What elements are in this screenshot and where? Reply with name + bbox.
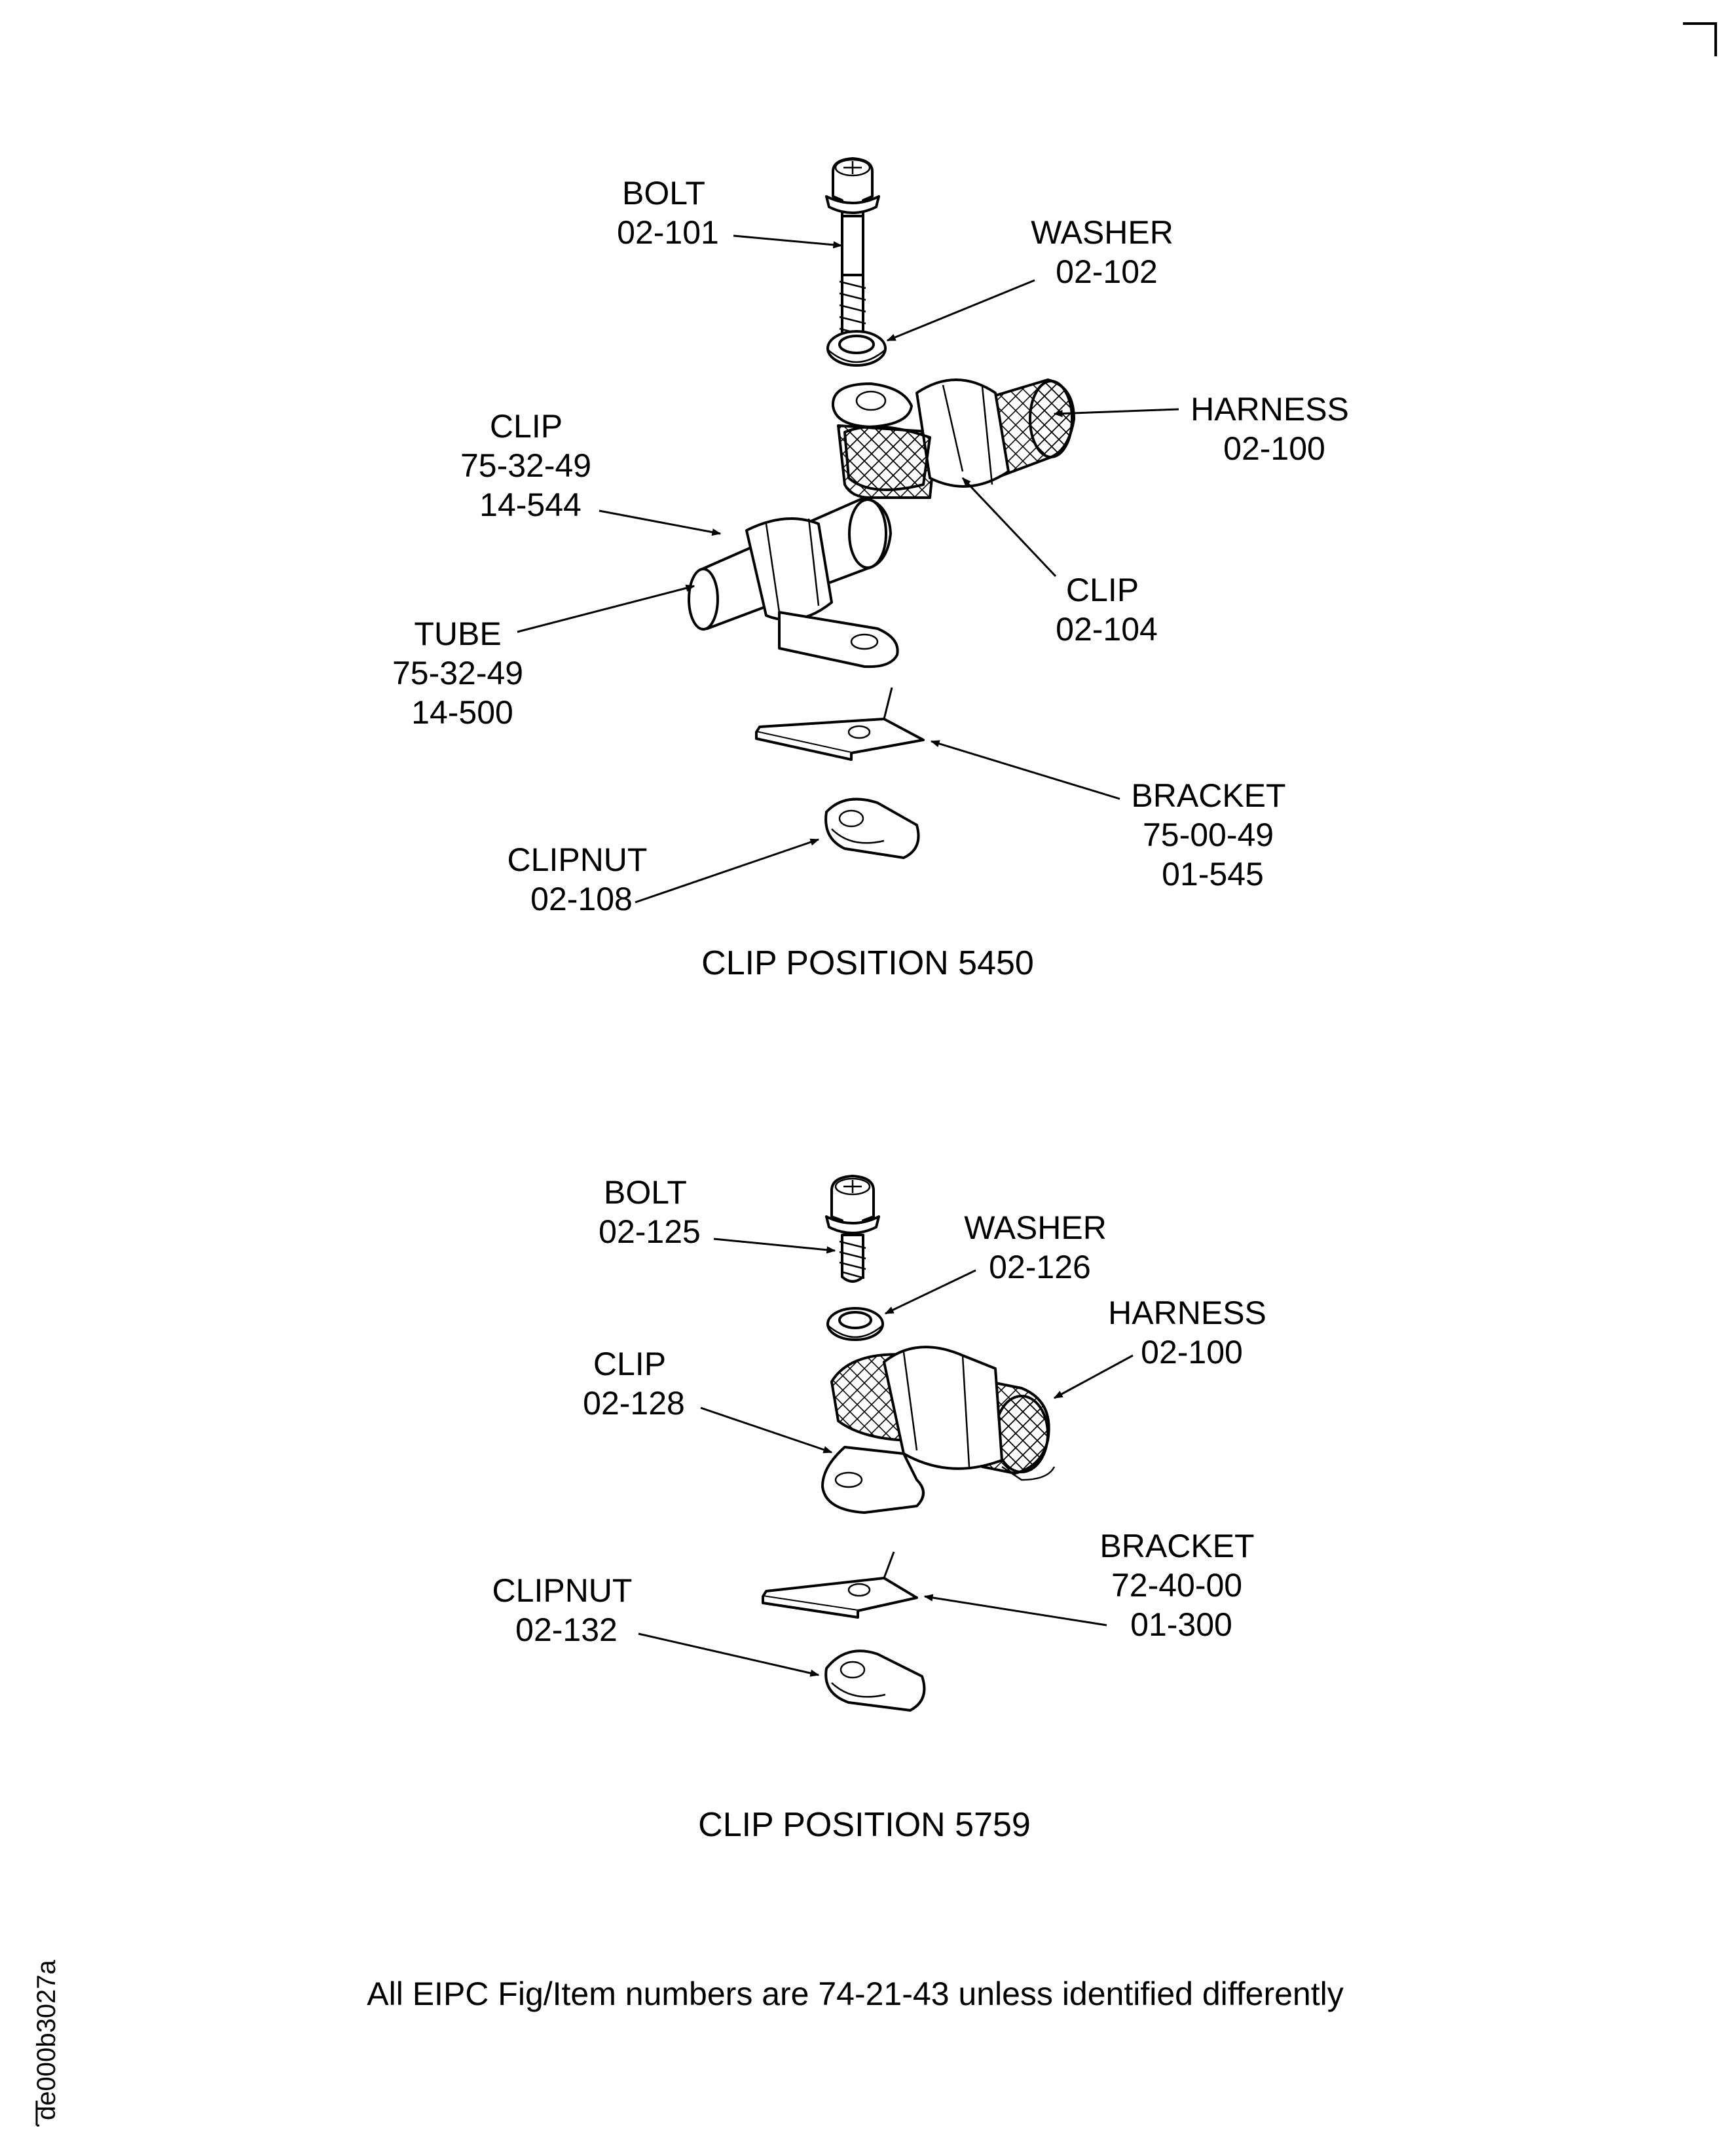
bracket-part [755,687,925,761]
assembly-5759: BOLT 02-125 WASHER 02-126 HARNESS 02-100… [492,1174,1276,1844]
label-washer: WASHER 02-102 [1031,214,1183,290]
label-clip-2: CLIP 02-128 [583,1346,685,1422]
clipnut-part-2 [824,1649,926,1712]
clipnut-part [824,798,920,859]
caption-5450: CLIP POSITION 5450 [701,944,1034,982]
harness-clip-2 [821,1346,1056,1514]
label-clip-b: CLIP 02-104 [1056,572,1158,648]
label-bolt: BOLT 02-101 [617,175,719,251]
leader-clipnut-2 [638,1632,820,1677]
label-bracket-2: BRACKET 72-40-00 01-300 [1099,1528,1263,1643]
leader-tube [517,584,695,633]
leader-bolt-2 [713,1238,836,1254]
label-washer-2: WASHER 02-126 [964,1209,1116,1285]
label-harness: HARNESS 02-100 [1191,391,1358,467]
figure-id-mark [35,2101,39,2127]
label-clip-a: CLIP 75-32-49 14-544 [460,408,600,523]
label-tube: TUBE 75-32-49 14-500 [392,616,532,731]
label-clipnut: CLIPNUT 02-108 [508,841,656,917]
leader-clipnut [635,838,820,904]
leader-washer [886,279,1035,342]
washer-part-2 [826,1307,884,1341]
label-clipnut-2: CLIPNUT 02-132 [492,1572,641,1648]
leader-bracket [930,740,1120,800]
assembly-5450: BOLT 02-101 WASHER 02-102 HARNESS 02-100… [392,157,1358,982]
label-harness-2: HARNESS 02-100 [1108,1295,1276,1371]
leader-harness-2 [1053,1354,1134,1399]
leader-harness [1053,408,1179,418]
leader-clip-b [961,477,1057,578]
leader-bracket-2 [923,1594,1107,1627]
label-bracket: BRACKET 75-00-49 01-545 [1131,777,1294,892]
washer-part [826,330,887,367]
bracket-part-2 [762,1551,918,1619]
crop-mark [1683,22,1717,56]
bolt-part-2 [825,1175,880,1283]
harness-clip-upper [831,378,1075,499]
tube-clip-lower [688,496,899,669]
footer-note: All EIPC Fig/Item numbers are 74-21-43 u… [367,1976,1343,2012]
leader-clip-2 [700,1407,833,1454]
leader-washer-2 [884,1269,976,1315]
leader-clip-a [599,509,722,536]
figure-id: de000b3027a [32,1960,61,2120]
caption-5759: CLIP POSITION 5759 [698,1806,1031,1844]
label-bolt-2: BOLT 02-125 [599,1174,701,1250]
leader-bolt [733,234,843,249]
bolt-part [825,157,880,354]
